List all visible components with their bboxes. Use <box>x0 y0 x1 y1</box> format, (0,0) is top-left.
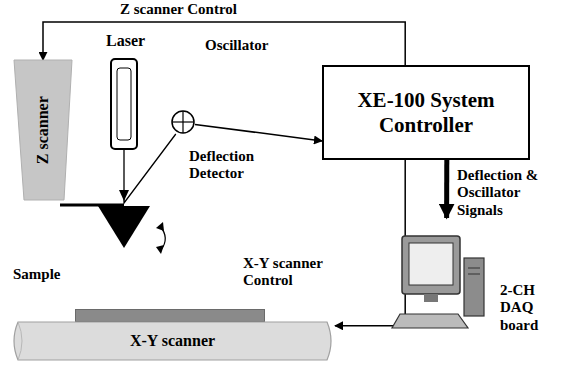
xy-scanner-body <box>14 322 331 360</box>
laser-inner <box>112 60 136 148</box>
keyboard <box>392 314 468 328</box>
oscillation-arrowhead <box>156 222 164 231</box>
laser-window <box>117 68 131 140</box>
node-det: Deflection Detector <box>171 110 195 134</box>
signal-label: Oscillator <box>205 37 295 54</box>
node-daq: 2-CH DAQ board <box>398 218 488 352</box>
node-text: Sample <box>13 266 83 283</box>
z-scanner-body <box>14 60 72 200</box>
detector-symbol <box>171 110 195 134</box>
node-sample: Sample <box>75 309 265 322</box>
node-xy: X-Y scanner <box>10 322 335 360</box>
connector <box>195 124 322 141</box>
computer-icon <box>398 218 488 352</box>
drive-slot <box>468 274 480 275</box>
node-laser: Laser <box>110 58 138 150</box>
connector-label: X-Y scanner Control <box>243 255 338 290</box>
node-ctrl: XE-100 System Controller <box>322 65 530 160</box>
monitor <box>402 236 460 294</box>
node-text: X-Y scanner <box>130 332 215 350</box>
monitor-stand <box>424 294 438 302</box>
connector <box>444 160 449 218</box>
node-text: Laser <box>106 32 176 50</box>
detector-cross <box>182 111 183 133</box>
detector-circle <box>172 111 194 133</box>
node-text: Deflection Detector <box>189 148 273 183</box>
connector <box>43 22 405 65</box>
drive-slot <box>468 268 480 269</box>
pc-tower <box>464 258 484 316</box>
node-text: Z scanner <box>34 96 52 164</box>
connector-label: Z scanner Control <box>120 1 290 18</box>
probe-tip <box>98 206 150 248</box>
connector-label: Deflection & Oscillator Signals <box>457 167 557 219</box>
connector <box>335 160 405 326</box>
screen <box>409 243 453 285</box>
node-zscan: Z scanner <box>14 60 72 200</box>
node-text: XE-100 System Controller <box>334 88 518 136</box>
node-text: 2-CH DAQ board <box>500 282 562 334</box>
xy-scanner-edge <box>18 322 22 360</box>
oscillation-arrowhead <box>156 245 164 254</box>
